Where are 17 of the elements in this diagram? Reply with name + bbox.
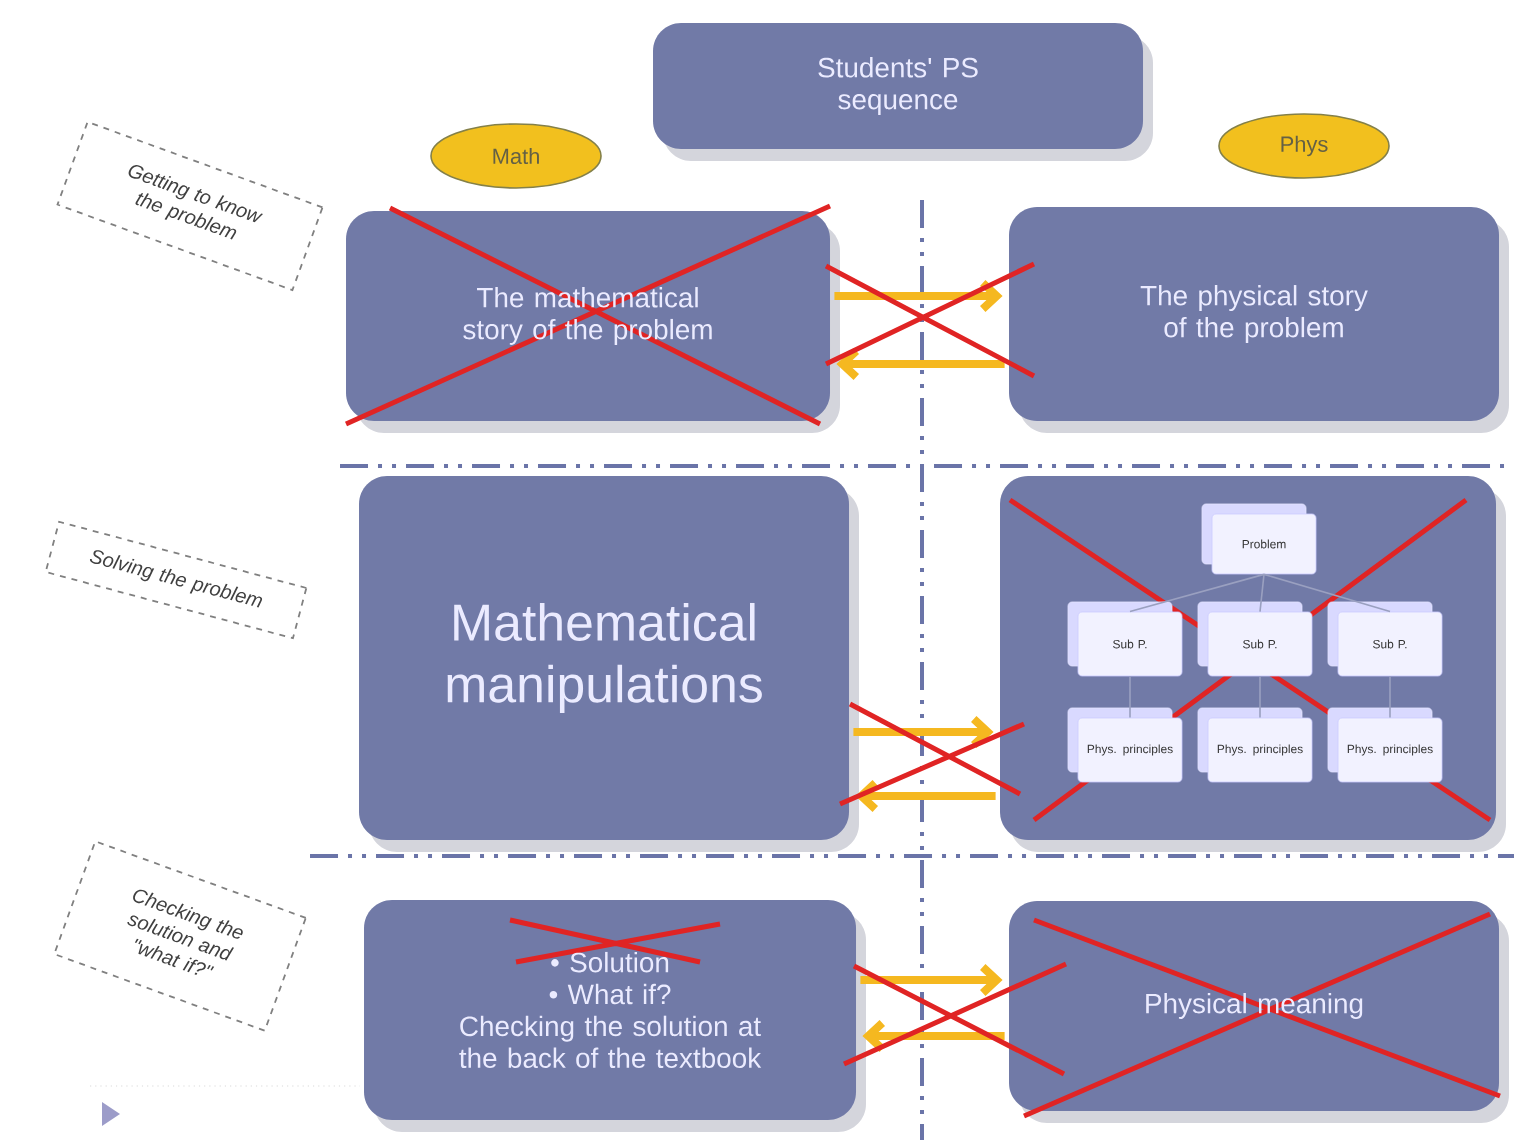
tree-line (1129, 675, 1131, 719)
arrow (836, 348, 1005, 380)
phase-note: Solving the problem (44, 520, 308, 640)
process-box: The physical story of the problem (1009, 207, 1509, 433)
arrow (853, 716, 994, 748)
tree-line (1263, 573, 1391, 613)
arrow (862, 1020, 1005, 1052)
arrow (834, 280, 1003, 312)
tree-line (1389, 675, 1391, 719)
tree-line (1259, 573, 1265, 613)
process-box: Mathematical manipulations (359, 476, 859, 852)
arrow (855, 780, 996, 812)
arrow (860, 964, 1003, 996)
tree-line (1129, 573, 1265, 613)
process-box: Students' PS sequence (653, 23, 1153, 161)
tree-line (1259, 675, 1261, 719)
process-box: • Solution • What if? Checking the solution at the back of the textbook (364, 900, 866, 1132)
